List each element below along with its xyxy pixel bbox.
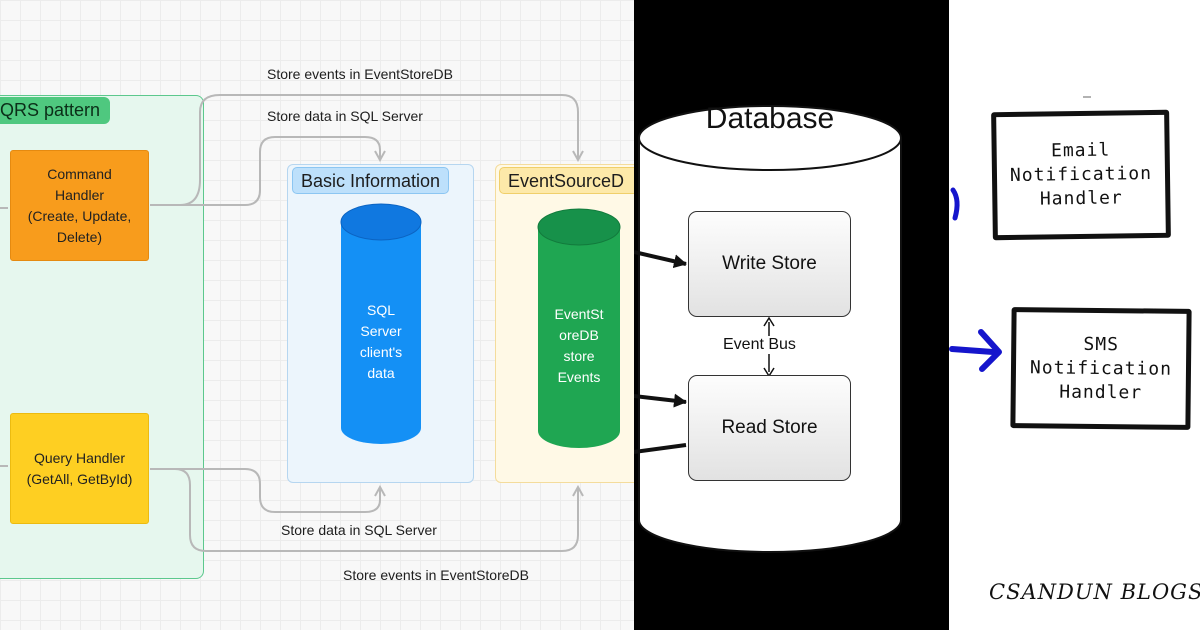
connector-command-to-eventstore (150, 94, 578, 206)
email-notification-handler-label: Email Notification Handler (1009, 139, 1153, 210)
command-handler-box: Command Handler (Create, Update, Delete) (10, 150, 149, 261)
sms-notification-handler-box: SMS Notification Handler (1010, 307, 1192, 430)
sql-server-cylinder (340, 203, 422, 444)
basic-information-label: Basic Information (292, 167, 450, 194)
read-store-label: Read Store (721, 417, 818, 438)
eventsource-label: EventSourceD (499, 167, 634, 194)
edge-label-store-events-top: Store events in EventStoreDB (267, 66, 453, 82)
read-store-box: Read Store (688, 375, 851, 481)
brand-signature: CSANDUN BLOGS (989, 580, 1200, 604)
cqrs-connectors (0, 94, 621, 552)
arrow-to-email-handler (950, 187, 960, 221)
eventstore-cylinder-label: EventSt oreDB store Events (554, 306, 604, 385)
edge-label-store-data-bottom: Store data in SQL Server (281, 522, 437, 538)
edge-label-store-events-bottom: Store events in EventStoreDB (343, 567, 529, 583)
query-handler-box: Query Handler (GetAll, GetById) (10, 413, 149, 524)
event-bus-label: Event Bus (721, 336, 798, 354)
arrow-to-sms-handler (949, 329, 1002, 372)
edge-label-store-data-top: Store data in SQL Server (267, 108, 423, 124)
connector-query-to-eventstore (150, 468, 578, 552)
cqrs-pattern-label: QRS pattern (0, 97, 111, 124)
database-title: Database (706, 102, 834, 135)
connector-command-to-sql (150, 136, 380, 206)
query-handler-label: Query Handler (GetAll, GetById) (26, 449, 133, 487)
cqrs-diagram-panel: QRS pattern Command Handler (Create, Upd… (0, 0, 634, 630)
command-handler-label: Command Handler (Create, Update, Delete) (27, 165, 132, 245)
notification-arrows (949, 96, 1091, 372)
email-notification-handler-box: Email Notification Handler (991, 109, 1171, 241)
sms-notification-handler-label: SMS Notification Handler (1029, 333, 1173, 403)
sql-cylinder-label: SQL Server client's data (359, 302, 403, 381)
eventstoredb-cylinder (537, 208, 621, 448)
write-store-label: Write Store (722, 253, 817, 274)
write-store-box: Write Store (688, 211, 851, 317)
connector-query-to-sql (150, 468, 380, 513)
notification-panel: Email Notification Handler SMS Notificat… (949, 0, 1200, 630)
database-panel: Database Write Store Read Store Event Bu… (634, 0, 949, 630)
